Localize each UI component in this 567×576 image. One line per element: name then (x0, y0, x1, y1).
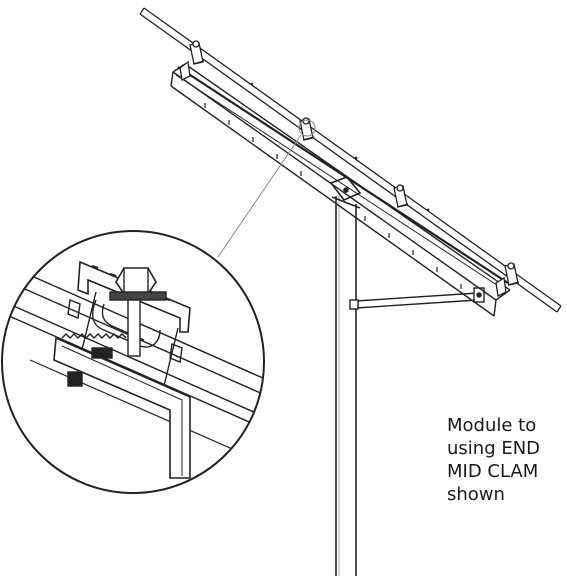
caption-line-2: using END (447, 438, 541, 459)
caption-line-3: MID CLAM (447, 461, 539, 482)
pole (329, 176, 362, 576)
module-edge (139, 7, 562, 313)
module-marks (250, 82, 430, 212)
diagram-caption: Module to using END MID CLAM shown (447, 414, 567, 506)
detail-leader (217, 119, 316, 258)
module-clamps (179, 40, 520, 297)
rear-brace (349, 287, 485, 310)
caption-line-1: Module to (447, 415, 537, 436)
caption-line-4: shown (447, 484, 505, 505)
clamp-detail-view (1, 230, 265, 494)
cross-rail (175, 66, 509, 292)
